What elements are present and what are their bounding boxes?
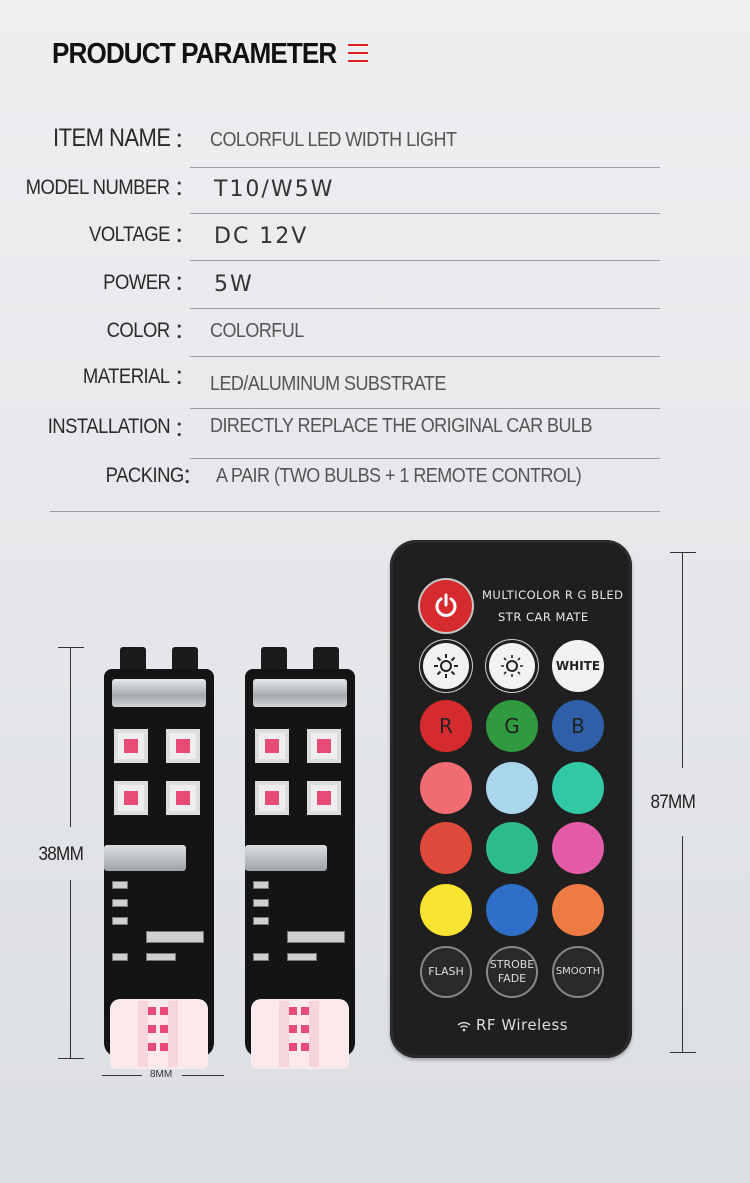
strobe-label: STROBE: [489, 958, 535, 971]
dim-line: [682, 836, 683, 1052]
color-button[interactable]: [486, 762, 538, 814]
param-value: COLORFUL: [210, 320, 304, 342]
param-value: COLORFUL LED WIDTH LIGHT: [210, 129, 457, 151]
color-button[interactable]: [552, 822, 604, 874]
brightness-down-icon: [501, 655, 523, 677]
param-colon: ：: [174, 418, 195, 441]
param-row-packing: PACKING ： A PAIR (TWO BULBS + 1 REMOTE C…: [0, 454, 750, 512]
brightness-up-icon: [434, 654, 458, 678]
param-colon: ：: [174, 177, 195, 200]
brightness-down-button[interactable]: [486, 640, 538, 692]
param-label: INSTALLATION: [47, 415, 171, 438]
param-row-installation: INSTALLATION ： DIRECTLY REPLACE THE ORIG…: [0, 403, 750, 459]
dim-line: [102, 1075, 142, 1076]
param-row-voltage: VOLTAGE ： DC 12V: [0, 213, 750, 261]
param-row-color: COLOR ： COLORFUL: [0, 309, 750, 357]
param-value: 5W: [214, 272, 254, 297]
menu-icon[interactable]: [348, 44, 368, 62]
white-button[interactable]: WHITE: [552, 640, 604, 692]
param-value: LED/ALUMINUM SUBSTRATE: [210, 373, 446, 395]
remote-height-label: 87MM: [650, 792, 696, 813]
dim-tick-top: [670, 552, 696, 553]
param-value: DIRECTLY REPLACE THE ORIGINAL CAR BULB: [210, 415, 592, 437]
dim-tick-bottom: [670, 1052, 696, 1053]
color-button[interactable]: [420, 762, 472, 814]
bulb-height-label: 38MM: [38, 844, 84, 865]
param-row-power: POWER ： 5W: [0, 261, 750, 309]
dim-line: [70, 880, 71, 1058]
param-value: A PAIR (TWO BULBS + 1 REMOTE CONTROL): [216, 465, 582, 487]
param-value: T10/W5W: [214, 177, 335, 202]
power-button[interactable]: [420, 580, 472, 632]
led-bulb: [245, 647, 355, 1069]
wifi-icon: [457, 1021, 471, 1031]
param-colon: ：: [174, 366, 195, 389]
param-colon: ：: [174, 272, 195, 295]
color-button[interactable]: [420, 822, 472, 874]
dim-line: [682, 552, 683, 768]
color-button[interactable]: [420, 884, 472, 936]
fade-label: FADE: [497, 972, 527, 985]
remote-brand-line1: MULTICOLOR R G BLED: [482, 588, 624, 602]
dim-tick-bottom: [58, 1058, 84, 1059]
blue-button[interactable]: B: [552, 700, 604, 752]
param-row-item-name: ITEM NAME ： COLORFUL LED WIDTH LIGHT: [0, 118, 750, 168]
param-value: DC 12V: [214, 224, 309, 249]
brightness-up-button[interactable]: [420, 640, 472, 692]
red-button[interactable]: R: [420, 700, 472, 752]
param-colon: ：: [174, 224, 195, 247]
page-title: PRODUCT PARAMETER: [52, 38, 337, 70]
flash-button[interactable]: FLASH: [420, 946, 472, 998]
param-label: POWER: [102, 271, 171, 294]
param-colon: ：: [174, 320, 195, 343]
dim-line: [182, 1075, 224, 1076]
color-button[interactable]: [486, 884, 538, 936]
param-label: ITEM NAME: [52, 124, 171, 152]
green-button[interactable]: G: [486, 700, 538, 752]
param-colon: ：: [182, 465, 203, 488]
led-bulb: [104, 647, 214, 1069]
rf-wireless-label: RF Wireless: [456, 1016, 568, 1034]
strobe-fade-button[interactable]: STROBE FADE: [486, 946, 538, 998]
dim-tick-top: [58, 647, 84, 648]
color-button[interactable]: [486, 822, 538, 874]
remote-brand-line2: STR CAR MATE: [498, 610, 589, 624]
rf-text: RF Wireless: [476, 1016, 569, 1034]
param-label: COLOR: [106, 319, 171, 342]
page-header: PRODUCT PARAMETER: [52, 38, 368, 71]
power-icon: [435, 593, 457, 617]
color-button[interactable]: [552, 762, 604, 814]
smooth-button[interactable]: SMOOTH: [552, 946, 604, 998]
param-row-material: MATERIAL ： LED/ALUMINUM SUBSTRATE: [0, 357, 750, 409]
param-colon: ：: [174, 129, 195, 152]
remote-control: MULTICOLOR R G BLED STR CAR MATE WHITE R…: [390, 540, 632, 1058]
param-row-model-number: MODEL NUMBER ： T10/W5W: [0, 166, 750, 214]
bulb-width-label: 8MM: [150, 1069, 173, 1080]
param-label: MODEL NUMBER: [26, 176, 170, 199]
dim-line: [70, 647, 71, 827]
param-label: VOLTAGE: [89, 223, 170, 246]
param-label: PACKING: [105, 464, 185, 487]
param-label: MATERIAL: [83, 365, 170, 388]
color-button[interactable]: [552, 884, 604, 936]
